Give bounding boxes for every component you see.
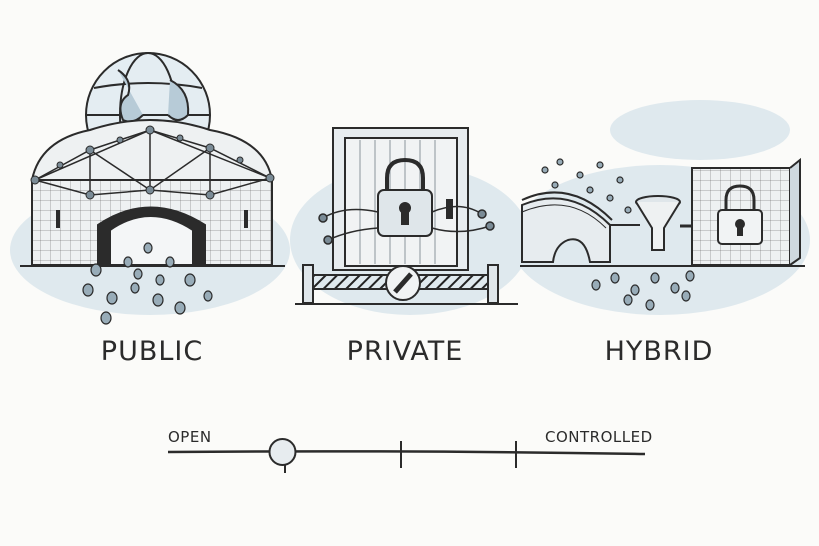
label-hybrid: HYBRID xyxy=(604,336,714,367)
no-entry-icon xyxy=(385,265,421,301)
public-data-dots xyxy=(82,242,213,325)
hybrid-data-dots xyxy=(541,158,695,311)
label-private: PRIVATE xyxy=(346,336,464,367)
open-controlled-scale xyxy=(167,438,646,473)
scale-marker[interactable] xyxy=(268,438,297,466)
network-nodes xyxy=(30,125,275,200)
box-padlock-icon xyxy=(717,184,763,245)
padlock-icon xyxy=(377,157,433,237)
side-network xyxy=(318,205,495,245)
private-panel xyxy=(295,127,518,305)
hybrid-panel xyxy=(520,157,805,267)
public-panel xyxy=(20,52,285,267)
funnel-icon xyxy=(635,195,681,251)
scale-label-controlled: CONTROLLED xyxy=(545,428,653,446)
label-public: PUBLIC xyxy=(100,336,204,367)
scale-label-open: OPEN xyxy=(168,428,212,446)
scale-line xyxy=(167,450,646,456)
